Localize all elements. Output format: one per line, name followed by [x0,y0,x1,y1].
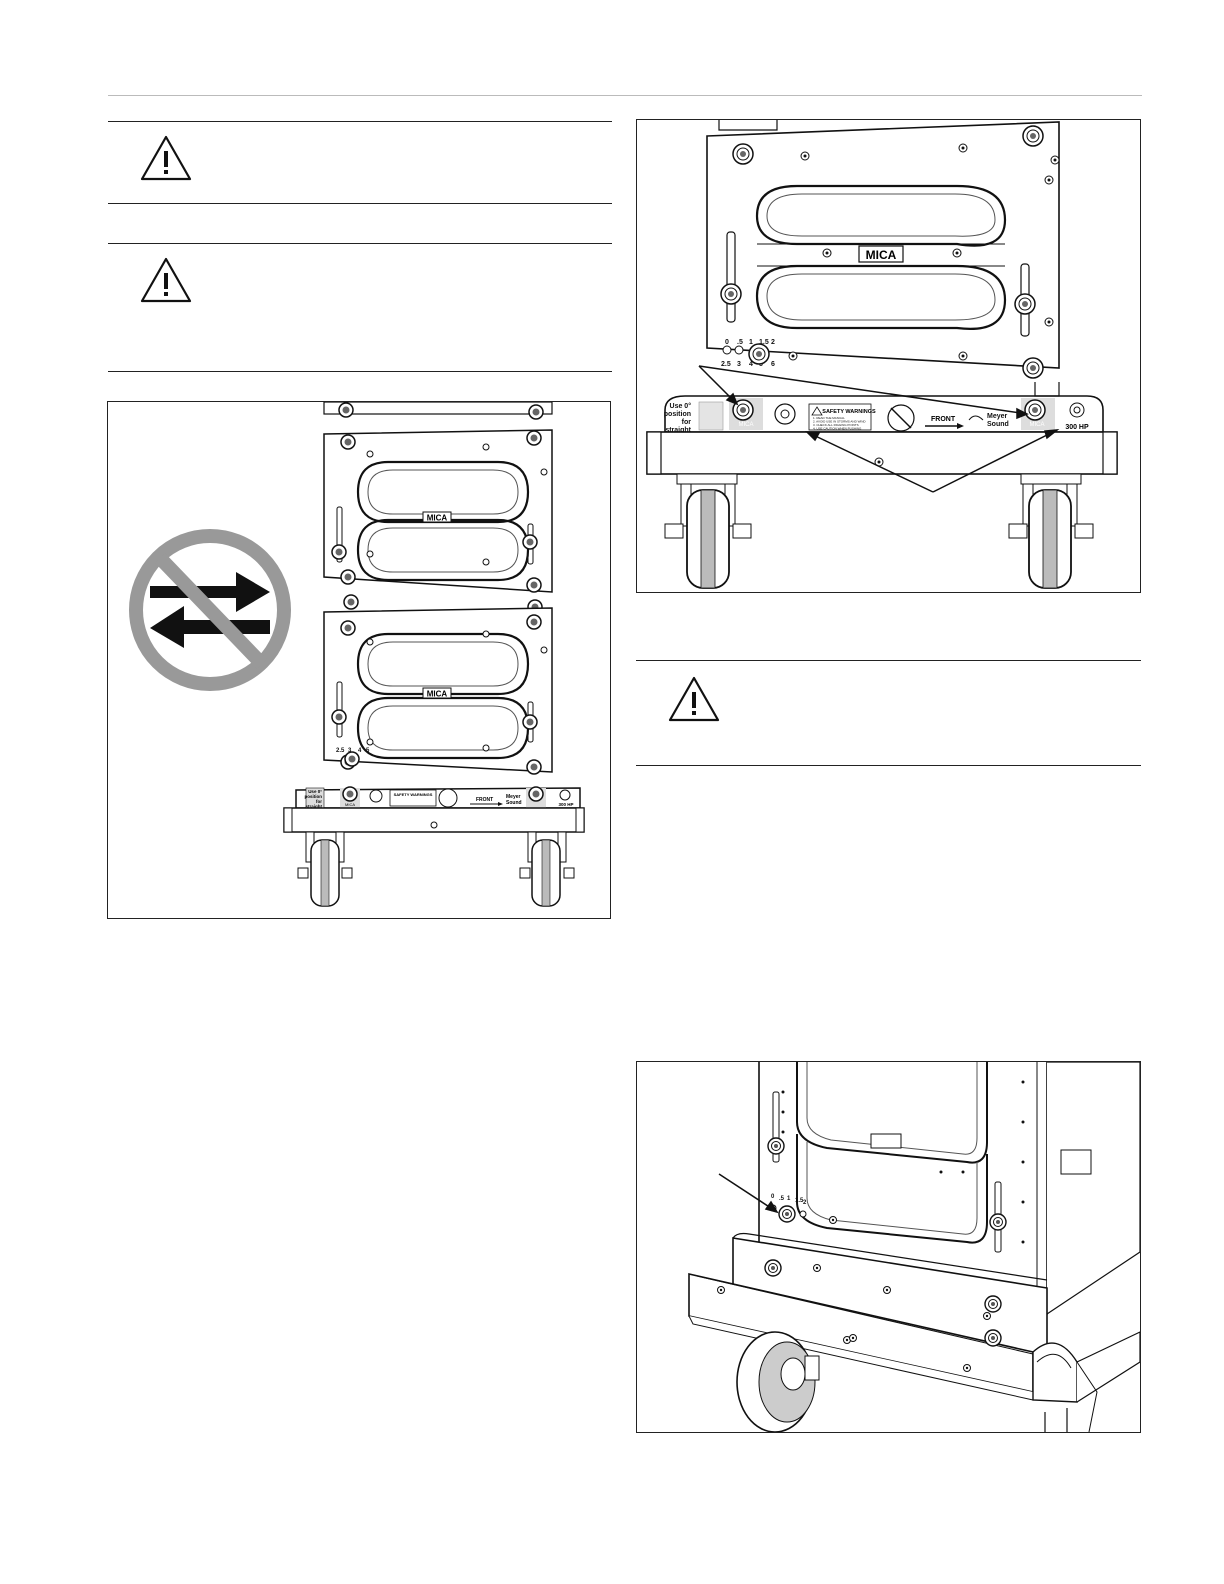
hp-label: 300 HP [1065,424,1089,431]
brand: Meyer [987,413,1008,420]
brand: Meyer [506,794,521,800]
brand: Sound [506,800,522,806]
callout-arrows [698,365,1060,493]
cart-frame-perspective [688,1232,1140,1432]
straight-note: Use 0° [670,402,692,410]
figure-cart-side: 0 .5 1 1.5 2 [636,1061,1141,1433]
splay-label: 0 [771,1194,775,1200]
warning-1-top-rule [108,121,612,122]
splay-label: 4 [749,361,753,368]
warning-triangle-icon [140,257,192,303]
warning-1-bottom-rule [108,203,612,204]
cabinet-upper: MICA [323,429,553,615]
splay-label: .5 [737,339,743,346]
warning-triangle-icon [140,135,192,181]
splay-label: 0 [725,339,729,346]
splay-label: .5 [779,1196,785,1202]
figure-stack-no-transport: MICA MICA 2.5 [107,401,611,919]
caster-base: Use 0° position for straight MICA SAFETY… [283,786,585,907]
straight-note: for [316,799,322,804]
splay-label: 2.5 [336,748,345,754]
splay-label: 1 [787,1196,791,1202]
front-label: FRONT [476,797,493,803]
straight-note: for [682,419,692,426]
warning-2-bottom-rule [108,371,612,372]
safety-line: 2. AVOID USE IN STORMS AND WIND [813,420,866,424]
brand: Sound [987,421,1009,428]
splay-label: 2 [803,1200,807,1206]
caster-plate: Use 0° position for straight MICA SAFETY… [664,382,1104,434]
cabinet-logo: MICA [427,690,448,699]
part-label: MICA [1030,422,1045,428]
safety-title: SAFETY WARNINGS [394,792,433,797]
safety-line: 1. READ THE MANUAL [813,416,845,420]
splay-label: 4 [358,748,362,754]
cabinet-lower: MICA 2.5 3 4 5 [323,607,553,775]
splay-label: 3 [737,361,741,368]
callout-arrow [718,1173,779,1214]
part-label: MICA [739,422,754,428]
splay-label: 6 [771,361,775,368]
splay-label: 3 [348,748,352,754]
cabinet-logo: MICA [866,248,897,262]
caster-left [664,473,752,589]
splay-label: 5 [366,748,370,754]
splay-label: 1.5 [759,339,769,346]
safety-line: 4. USE CAUTION WHEN PUSHING [813,427,862,431]
cabinet-logo: MICA [427,514,448,523]
straight-note: straight [305,804,322,809]
cabinet-top-sliver [323,402,553,420]
splay-label: 2.5 [721,361,731,368]
warning-3-top-rule [636,660,1141,661]
splay-label: 1 [749,339,753,346]
hp-label: 300 HP [558,802,573,807]
figure-cart-front: MICA 0 .5 1 1.5 2 2.5 3 4 5 6 [636,119,1141,593]
straight-note: position [664,411,691,418]
splay-label: 2 [771,339,775,346]
warning-triangle-icon [668,676,720,722]
safety-title: SAFETY WARNINGS [822,409,876,415]
no-transport-arrows-icon [129,529,291,691]
cabinet: MICA 0 .5 1 1.5 2 2.5 3 4 5 6 [706,120,1060,379]
front-label: FRONT [931,416,956,423]
warning-2-top-rule [108,243,612,244]
safety-line: 3. CHECK ALL RIGGING POINTS [813,423,859,427]
header-rule [108,95,1142,96]
part-label: MICA [345,802,355,807]
straight-note: straight [665,427,691,434]
straight-note: Use 0° [308,789,322,794]
straight-note: position [305,794,323,799]
splay-label: 1.5 [795,1198,804,1204]
warning-3-bottom-rule [636,765,1141,766]
caster-right [1008,473,1094,589]
